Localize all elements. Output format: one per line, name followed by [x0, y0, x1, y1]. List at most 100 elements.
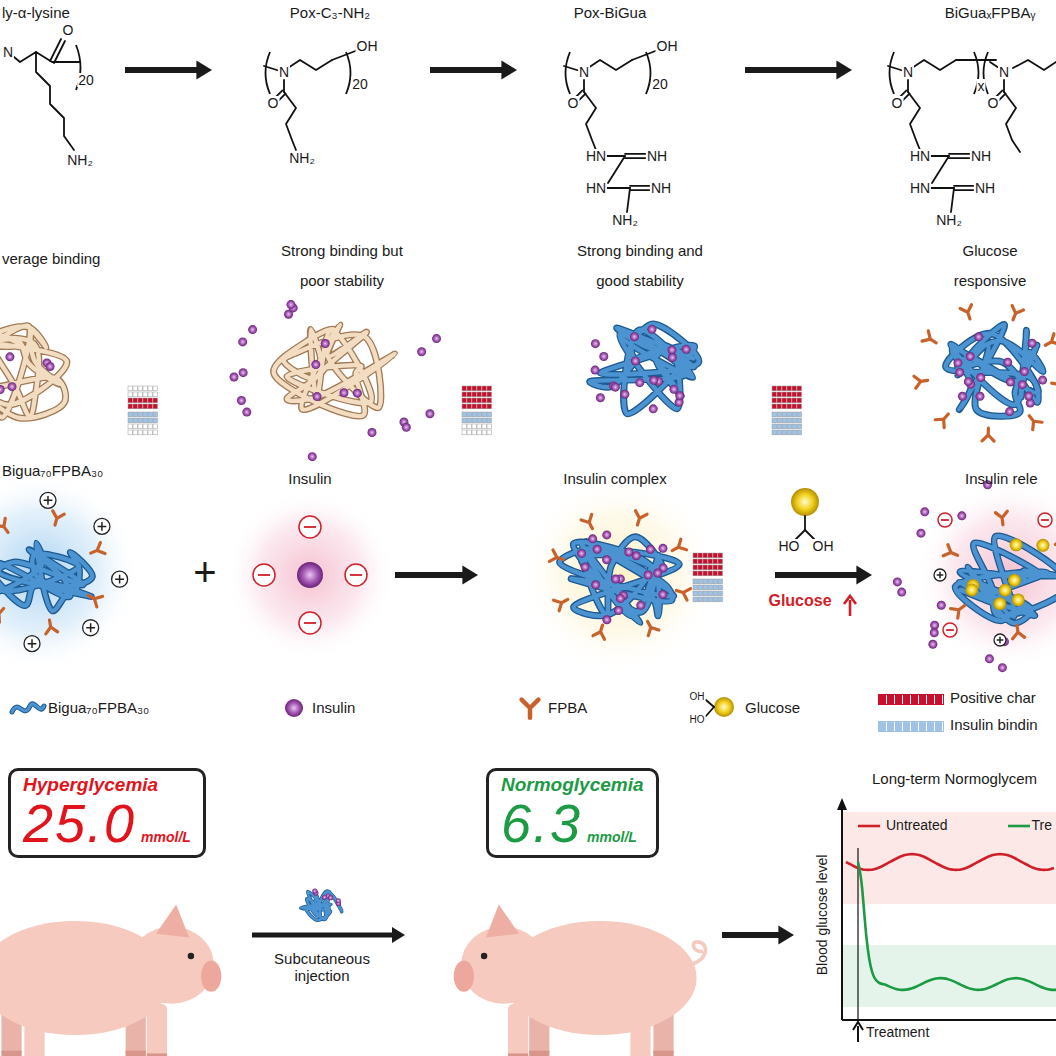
- fpba-symbol: [1007, 306, 1023, 322]
- chemical-bond: [607, 187, 630, 189]
- binding-bar-cell: [148, 392, 153, 397]
- insulin-sphere: [611, 575, 620, 584]
- glow: [520, 475, 720, 675]
- atom-label: NH: [974, 181, 996, 195]
- fpba-symbol: [982, 428, 994, 441]
- binding-bar-cell: [693, 565, 698, 570]
- chemical-bond: [1013, 60, 1056, 70]
- atom-label: OH: [812, 539, 835, 553]
- repeat-bracket: [646, 52, 651, 94]
- polymer-chain-outline: [955, 536, 1056, 623]
- fpba-symbol: [914, 374, 929, 388]
- binding-bar-cell: [467, 430, 472, 435]
- insulin-sphere: [602, 530, 611, 539]
- binding-bar-cell: [467, 398, 472, 403]
- chemical-bond: [625, 157, 646, 159]
- fpba-symbol: [1051, 377, 1056, 391]
- pig-ear: [156, 904, 189, 937]
- insulin-sphere: [336, 898, 341, 903]
- fpba-symbol: [1025, 412, 1042, 430]
- fpba-symbol: [922, 331, 939, 348]
- insulin-sphere: [632, 551, 641, 560]
- binding-bar-cell: [693, 553, 698, 558]
- fpba-shape: [632, 511, 647, 527]
- binding-bar-cell: [482, 392, 487, 397]
- arrow-head: [856, 565, 872, 584]
- fpba-shape: [88, 543, 105, 559]
- binding-bar-cell: [462, 412, 467, 417]
- fpba-shape: [960, 305, 976, 321]
- binding-bar-cell: [787, 392, 792, 397]
- chemical-bond: [1003, 80, 1005, 92]
- binding-bar-cell: [138, 404, 143, 409]
- atom-label: NH: [970, 149, 992, 163]
- pig: [0, 904, 221, 1056]
- binding-bar-cell: [708, 579, 713, 584]
- fpba-shape: [982, 428, 994, 441]
- pig-hoof: [1, 1051, 21, 1056]
- binding-bar-cell: [708, 571, 713, 576]
- binding-bar-cell: [128, 418, 133, 423]
- arrow-head: [836, 60, 852, 79]
- binding-bar-cell: [467, 418, 472, 423]
- binding-bar-cell: [782, 412, 787, 417]
- binding-bar-cell: [797, 386, 802, 391]
- property-text: Glucose responsive: [944, 236, 1036, 296]
- binding-bar-cell: [462, 398, 467, 403]
- insulin-sphere: [920, 507, 929, 516]
- binding-bar-cell: [138, 412, 143, 417]
- property-text: Strong binding but poor stability: [280, 236, 404, 296]
- insulin-sphere: [591, 339, 600, 348]
- insulin-sphere: [668, 353, 677, 362]
- binding-bar-cell: [143, 398, 148, 403]
- binding-bar-cell: [482, 424, 487, 429]
- binding-bar-cell: [777, 418, 782, 423]
- binding-bar-cell: [487, 392, 492, 397]
- binding-bar-cell: [477, 430, 482, 435]
- positive-charge: [994, 634, 1006, 646]
- atom-label: O: [267, 96, 280, 110]
- x-axis: [842, 1019, 1056, 1021]
- binding-bar-cell: [693, 585, 698, 590]
- insulin-sphere: [308, 452, 317, 461]
- binding-bar-cell: [482, 404, 487, 409]
- binding-bar-cell: [467, 392, 472, 397]
- negative-charge: [299, 612, 321, 634]
- pig-snout: [201, 961, 221, 992]
- binding-bar-cell: [472, 398, 477, 403]
- positive-charge-sign: [98, 522, 107, 531]
- insulin-sphere: [682, 345, 691, 354]
- insulin-sphere: [353, 389, 362, 398]
- binding-bar-cell: [133, 386, 138, 391]
- chemical-bond: [579, 94, 586, 101]
- fpba-symbol: [554, 594, 571, 611]
- binding-bar-cell: [708, 597, 713, 602]
- chemical-bond: [54, 41, 65, 63]
- chemical-bond: [903, 94, 910, 101]
- insulin-sphere: [588, 534, 597, 543]
- binding-bar-cell: [482, 398, 487, 403]
- binding-bar-cell: [713, 559, 718, 564]
- fpba-symbol: [88, 543, 105, 559]
- arrow-head: [196, 60, 212, 79]
- binding-bar-cell: [467, 412, 472, 417]
- positive-charge-sign: [997, 637, 1004, 644]
- atom-label: N: [278, 65, 290, 79]
- binding-bar-cell: [787, 412, 792, 417]
- binding-bar-cell: [718, 565, 723, 570]
- binding-bar-cell: [787, 418, 792, 423]
- insulin-sphere: [649, 404, 658, 413]
- chemical-bond: [931, 187, 954, 189]
- binding-bar-cell: [777, 392, 782, 397]
- chemical-bond: [1004, 92, 1020, 152]
- binding-bar-cell: [148, 404, 153, 409]
- fpba-shape: [1051, 377, 1056, 391]
- pig-hoof: [529, 1051, 549, 1056]
- binding-bar-cell: [792, 430, 797, 435]
- fpba-symbol: [49, 511, 64, 527]
- fpba-symbol: [85, 590, 102, 607]
- legend-text: Glucose: [745, 699, 800, 716]
- binding-bar-cell: [792, 398, 797, 403]
- binding-bar-cell: [703, 565, 708, 570]
- binding-bar-cell: [718, 597, 723, 602]
